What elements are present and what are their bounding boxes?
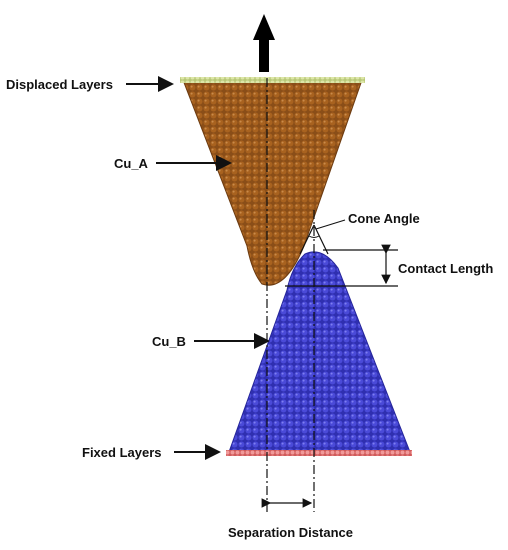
cone-angle-marker — [299, 219, 346, 255]
cu-a-label: Cu_A — [114, 156, 149, 171]
contact-length-dimension — [285, 244, 398, 287]
cu-b-cone — [228, 251, 411, 453]
fixed-layers-label: Fixed Layers — [82, 445, 162, 460]
cu-a-cone — [182, 79, 363, 286]
displaced-layers-label: Displaced Layers — [6, 77, 113, 92]
contact-length-label: Contact Length — [398, 261, 493, 276]
cu-b-label: Cu_B — [152, 334, 186, 349]
separation-distance-label: Separation Distance — [228, 525, 353, 540]
cone-angle-label: Cone Angle — [348, 211, 420, 226]
displaced-layers-band — [180, 77, 365, 83]
up-arrow-icon — [253, 14, 275, 72]
fixed-layers-band — [226, 450, 412, 456]
